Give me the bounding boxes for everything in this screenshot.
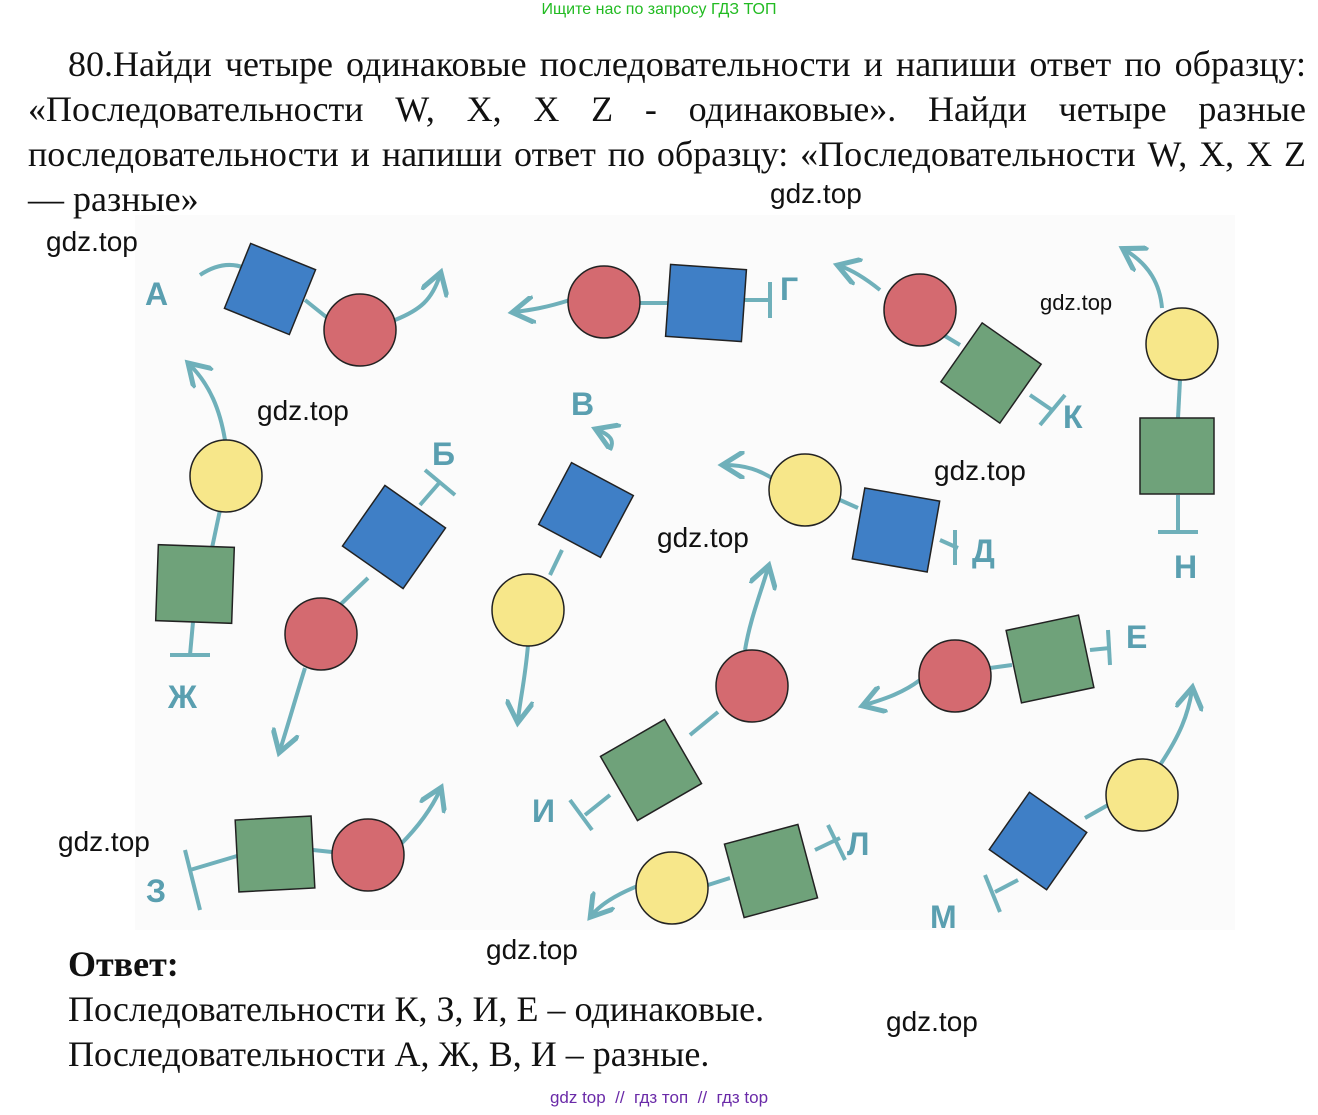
green-square [723,823,819,919]
label-m: М [930,899,957,935]
arrow-line [592,883,641,915]
green-square [154,543,236,625]
blue-square [988,791,1088,891]
stop-line [826,824,847,861]
watermark: gdz.top [1040,290,1113,315]
red-circle [883,273,957,347]
arrow-line [518,644,528,720]
label-n: Н [1174,549,1197,585]
yellow-circle [189,439,263,513]
red-circle [284,597,358,671]
answer-title: Ответ: [68,944,179,984]
arrow-line [394,275,440,322]
connector-line [839,498,859,510]
connector-line [338,576,370,607]
red-circle [323,293,397,367]
stop-line [568,798,594,832]
task-text: 80.Найди четыре одинаковые последователь… [28,42,1306,222]
watermark: gdz.top [58,826,150,857]
connector-line [1084,803,1109,820]
connector-line [210,509,222,549]
watermark: gdz.top [657,522,749,553]
connector-line [1176,379,1182,419]
label-k: К [1063,399,1083,435]
arrow-line [190,365,227,441]
stop-line [183,849,202,911]
watermark: gdz.top [770,178,862,209]
connector-line [1089,646,1111,652]
watermark: gdz.top [486,934,578,965]
connector-line [707,876,731,887]
answer-line-different: Последовательности А, Ж, В, И – разные. [68,1034,710,1074]
red-circle [918,639,992,713]
green-square [939,321,1043,425]
connector-line [548,549,564,576]
red-circle [715,649,789,723]
connector-line [312,848,333,854]
label-zh: Ж [167,679,198,715]
label-i: И [532,793,555,829]
yellow-circle [635,851,709,925]
arrow-line [1125,250,1164,309]
connector-line [989,663,1013,670]
answer-line-same: Последовательности К, З, И, Е – одинаков… [68,989,765,1029]
yellow-circle [491,573,565,647]
connector-line [994,878,1019,894]
blue-square [341,484,447,590]
blue-square [537,461,635,559]
stop-line [983,874,1002,913]
task-paragraph: 80.Найди четыре одинаковые последователь… [28,44,1306,219]
red-circle [331,818,405,892]
label-g: Г [780,271,798,307]
footer-note: gdz top // гдз топ // гдз top [549,1088,769,1107]
answer-block: Ответ: Последовательности К, З, И, Е – о… [68,942,764,1077]
stop-line [423,468,457,497]
arrow-line [865,678,922,705]
label-l: Л [847,826,869,862]
arrow-line [840,266,882,292]
arrow-line [515,300,571,312]
label-d: Д [972,533,995,569]
red-circle [567,265,641,339]
green-square [234,815,316,893]
watermark: gdz.top [886,1006,978,1037]
blue-square [851,487,941,573]
label-v: В [571,386,594,422]
arrow-line [743,568,768,651]
watermark: gdz.top [934,455,1026,486]
connector-line [1028,393,1054,412]
arrow-line [280,667,307,750]
label-e: Е [1126,619,1147,655]
blue-square [223,242,317,336]
green-square [1005,614,1095,704]
watermark: gdz.top [46,226,138,257]
green-square [599,718,703,822]
blue-square [664,263,748,343]
arrow-line [598,430,612,451]
green-square [1139,417,1215,495]
yellow-circle [768,453,842,527]
label-z: З [146,873,166,909]
connector-line [583,793,612,817]
connector-line [188,621,195,656]
label-a: А [145,276,168,312]
arrow-line [1158,690,1192,767]
connector-line [418,480,442,507]
connector-line [688,710,720,737]
arrow-line [398,790,440,847]
connector-line [189,854,238,872]
stop-line [1038,393,1067,427]
label-b: Б [432,436,455,472]
watermark: gdz.top [257,395,349,426]
yellow-circle [1105,758,1179,832]
yellow-circle [1145,307,1219,381]
stop-line [1106,629,1112,666]
header-note: Ищите нас по запросу ГДЗ ТОП [541,1,777,18]
